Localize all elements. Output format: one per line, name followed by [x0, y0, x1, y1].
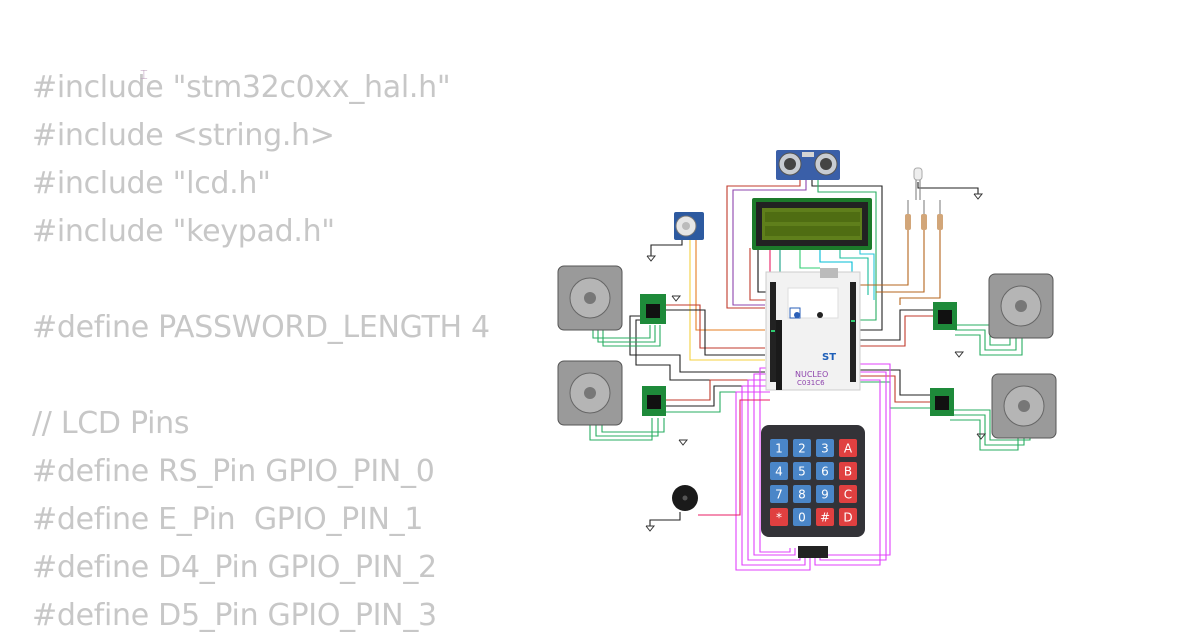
lcd-display[interactable]: [752, 198, 872, 250]
keypad-key-label: 3: [821, 442, 829, 456]
keypad-key-label: B: [844, 465, 852, 479]
keypad-key-label: 2: [798, 442, 806, 456]
keypad-key[interactable]: C: [839, 485, 857, 503]
stepper-motor-bottom-left[interactable]: [557, 360, 623, 426]
keypad-key-label: 7: [775, 488, 783, 502]
nucleo-board[interactable]: ST NUCLEO C031C6: [765, 268, 861, 391]
board-brand: NUCLEO: [795, 370, 828, 379]
code-listing: #include "stm32c0xx_hal.h" #include <stri…: [32, 64, 490, 640]
keypad-key[interactable]: D: [839, 508, 857, 526]
ground-symbols: [645, 193, 987, 532]
text-cursor-icon: ⌶: [140, 68, 148, 83]
stepper-driver-1[interactable]: [640, 294, 666, 324]
resistors: [905, 200, 943, 230]
keypad-key[interactable]: A: [839, 439, 857, 457]
board-logo: ST: [822, 352, 836, 363]
stepper-motor-bottom-right[interactable]: [991, 373, 1057, 439]
code-line: #include "stm32c0xx_hal.h": [32, 70, 451, 105]
keypad-key[interactable]: 9: [816, 485, 834, 503]
keypad-key[interactable]: 0: [793, 508, 811, 526]
keypad-key[interactable]: 6: [816, 462, 834, 480]
code-line: #define D4_Pin GPIO_PIN_2: [32, 550, 437, 585]
code-line: // LCD Pins: [32, 406, 190, 441]
keypad-key[interactable]: 8: [793, 485, 811, 503]
keypad-key[interactable]: #: [816, 508, 834, 526]
keypad-key-label: D: [843, 511, 852, 525]
code-line: #include <string.h>: [32, 118, 335, 153]
code-line: #include "lcd.h": [32, 166, 271, 201]
led[interactable]: [913, 167, 923, 200]
keypad: 1 2 3 A 4 5 6 B 7 8 9 C * 0 # D: [761, 425, 865, 558]
keypad-key-label: 1: [775, 442, 783, 456]
stepper-motor-top-left[interactable]: [557, 265, 623, 331]
keypad-key[interactable]: 4: [770, 462, 788, 480]
keypad-key[interactable]: 2: [793, 439, 811, 457]
code-line: #define D5_Pin GPIO_PIN_3: [32, 598, 437, 633]
keypad-key-label: #: [820, 511, 830, 525]
keypad-key[interactable]: 3: [816, 439, 834, 457]
stepper-driver-4[interactable]: [930, 388, 954, 416]
keypad-key[interactable]: *: [770, 508, 788, 526]
keypad-key[interactable]: 5: [793, 462, 811, 480]
code-line: #include "keypad.h": [32, 214, 335, 249]
board-model: C031C6: [797, 379, 825, 387]
stepper-motor-top-right[interactable]: [988, 273, 1054, 339]
keypad-key-label: C: [844, 488, 852, 502]
keypad-key[interactable]: 1: [770, 439, 788, 457]
potentiometer[interactable]: [674, 212, 704, 240]
ultrasonic-sensor[interactable]: [776, 150, 840, 180]
keypad-key[interactable]: B: [839, 462, 857, 480]
keypad-key-label: 4: [775, 465, 783, 479]
stepper-driver-3[interactable]: [933, 302, 957, 330]
keypad-key-label: 0: [798, 511, 806, 525]
keypad-key-label: 5: [798, 465, 806, 479]
code-line: #define RS_Pin GPIO_PIN_0: [32, 454, 435, 489]
keypad-key-label: 8: [798, 488, 806, 502]
buzzer[interactable]: [672, 485, 698, 511]
keypad-key[interactable]: 7: [770, 485, 788, 503]
stepper-driver-2[interactable]: [642, 386, 666, 416]
keypad-key-label: *: [776, 511, 782, 525]
code-line: #define PASSWORD_LENGTH 4: [32, 310, 490, 345]
code-line: #define E_Pin GPIO_PIN_1: [32, 502, 424, 537]
keypad-key-label: 9: [821, 488, 829, 502]
keypad-key-label: A: [844, 442, 853, 456]
keypad-key-label: 6: [821, 465, 829, 479]
